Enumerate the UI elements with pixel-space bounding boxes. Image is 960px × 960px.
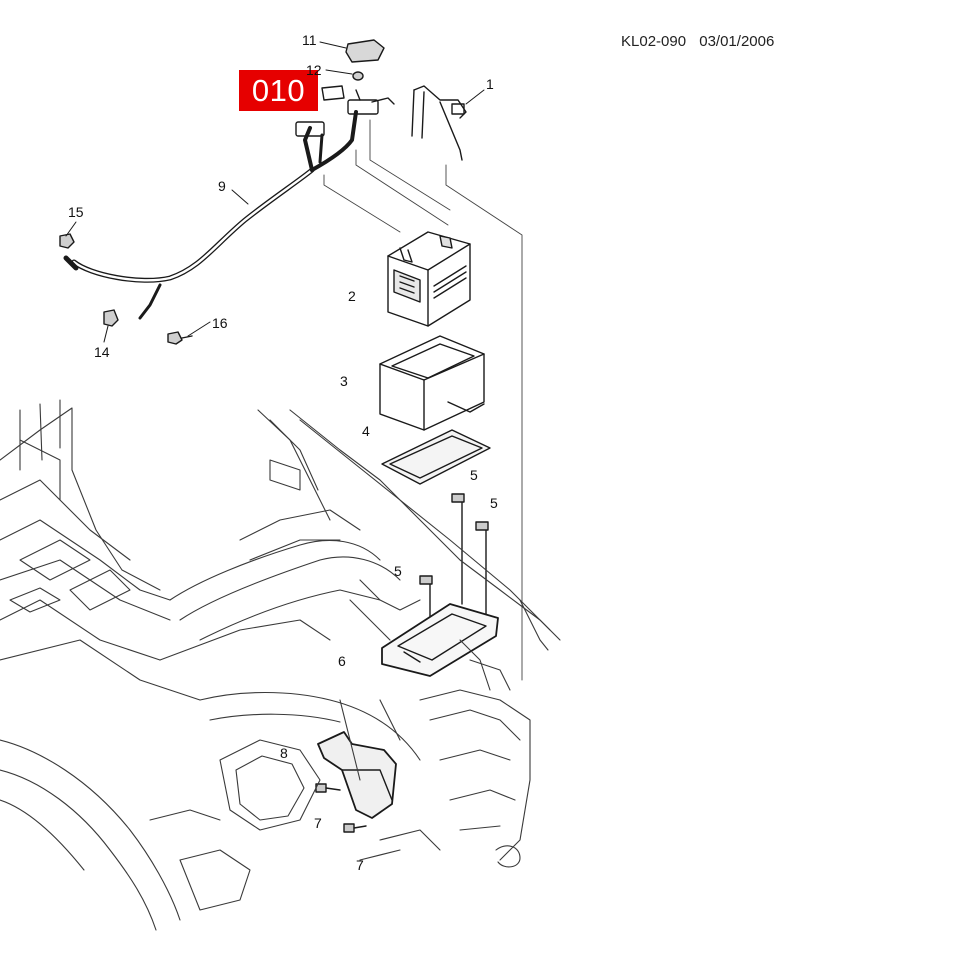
battery (387, 231, 471, 327)
callout-3: 3 (340, 373, 348, 389)
callout-11: 11 (302, 32, 317, 48)
callout-16: 16 (212, 315, 228, 331)
callout-5: 5 (490, 495, 498, 511)
document-id-header: KL02-090 03/01/2006 (621, 33, 774, 50)
battery-tray-base (381, 603, 499, 677)
nut-icon (59, 233, 193, 345)
document-code: KL02-090 (621, 33, 687, 50)
document-date: 03/01/2006 (699, 33, 775, 50)
callout-4: 4 (362, 423, 370, 439)
callout-8: 8 (280, 745, 288, 761)
diagram-reference-badge: 010 (239, 70, 318, 111)
callout-6: 6 (338, 653, 346, 669)
leader-lines (65, 41, 485, 343)
battery-hold-down-bracket (411, 85, 467, 161)
battery-cable-harness (63, 89, 395, 320)
callout-14: 14 (94, 344, 110, 360)
callout-7: 7 (356, 857, 364, 873)
callout-7: 7 (314, 815, 322, 831)
callout-2: 2 (348, 288, 356, 304)
vehicle-body-structure (0, 399, 561, 931)
callout-5: 5 (470, 467, 478, 483)
callout-15: 15 (68, 204, 84, 220)
callout-12: 12 (306, 62, 322, 78)
assembly-guide-lines (323, 119, 523, 681)
callout-1: 1 (486, 76, 494, 92)
terminal-cap (321, 39, 385, 101)
callout-5: 5 (394, 563, 402, 579)
insulator-pad (381, 429, 491, 485)
battery-tray-box (379, 335, 485, 431)
tray-support-bracket (315, 731, 397, 833)
callout-9: 9 (218, 178, 226, 194)
